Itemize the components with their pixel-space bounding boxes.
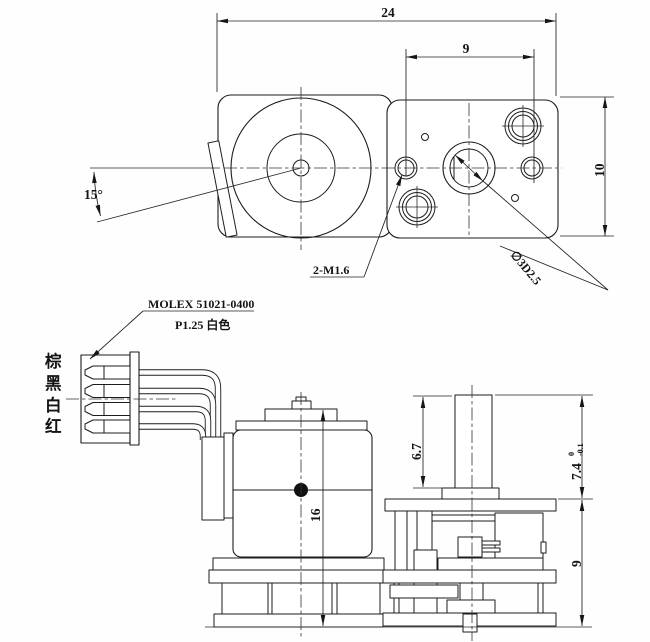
shaft-callout-underline <box>499 245 609 291</box>
angle-line-15deg <box>96 167 302 223</box>
connector-mating-bar <box>129 351 140 446</box>
wire-color-black-label: 黑 <box>45 374 62 393</box>
gear-bar <box>481 540 501 546</box>
gearbox-lower-wall <box>537 582 544 614</box>
wire-color-white-label: 白 <box>45 395 62 415</box>
shaft-boss <box>441 487 500 500</box>
shaft-callout-leader <box>482 180 609 291</box>
connector-model-label: MOLEX 51021-0400 <box>148 297 254 311</box>
wire-entry-box <box>201 436 225 521</box>
motor-top-nub <box>291 400 312 410</box>
pin-hole-upper <box>421 133 429 141</box>
motor-housing-outline <box>217 94 393 238</box>
output-pinion-stub <box>462 613 478 633</box>
gear-block-low <box>413 597 438 614</box>
gear-post <box>416 510 433 552</box>
side-notch <box>540 541 547 554</box>
motor-lamination-band <box>235 420 368 431</box>
angle-arc <box>92 171 101 217</box>
tolerance-upper-label: 0 <box>567 452 576 456</box>
screw-callout-leader <box>363 174 403 278</box>
pin-1 <box>84 365 131 380</box>
shaft-callout-arrows <box>454 154 484 182</box>
dim-hole-pitch-label: 9 <box>463 41 470 56</box>
side-view-dimensions: 16 6.7 7.4 0 -0.1 9 <box>308 394 593 626</box>
pin-hole-lower <box>511 194 519 202</box>
threaded-hole-bottom-left <box>396 186 438 228</box>
dim-shaft-exposed-label: 6.7 <box>409 443 424 460</box>
wire-brown <box>139 370 221 438</box>
gearbox-left-wall <box>394 510 408 571</box>
motor-seat-plate <box>212 557 385 571</box>
base-leg <box>336 582 381 615</box>
terminal-plate <box>223 432 234 519</box>
gear-wide-bar <box>389 584 459 599</box>
top-view: 15° <box>84 87 562 250</box>
wire-red <box>139 424 206 440</box>
pin-3 <box>84 402 131 416</box>
output-shaft <box>454 394 493 489</box>
angle-label: 15° <box>84 187 103 202</box>
gear-pinion-mid <box>457 536 483 558</box>
motor-flange-plate <box>208 569 384 584</box>
gear-final <box>446 599 496 615</box>
wire-color-brown-label: 棕 <box>45 351 62 371</box>
tolerance-lower-label: -0.1 <box>576 443 585 456</box>
gear-pinion-low <box>459 582 484 601</box>
screw-callout-label: 2-M1.6 <box>313 263 349 277</box>
pin-2 <box>84 384 131 398</box>
dim-plate-height-label: 10 <box>592 163 607 177</box>
wire-harness <box>139 369 222 440</box>
gear-shelf <box>431 514 496 522</box>
dim-gearbox-height-label: 9 <box>569 560 584 567</box>
side-view <box>201 385 592 641</box>
connector-assembly: MOLEX 51021-0400 P1.25 白色 棕 黑 白 红 <box>45 297 254 446</box>
gear-inner-shelf <box>437 557 544 571</box>
connector-spec-label: P1.25 白色 <box>175 317 230 332</box>
dim-body-height-label: 16 <box>308 508 323 522</box>
gearbox-top-plate <box>384 498 557 512</box>
gearbox-mid-plate <box>382 569 557 584</box>
connector-leader <box>89 310 144 360</box>
gear-bar <box>481 547 501 553</box>
shaft-callout-label: ∅3D2.5 <box>508 248 545 288</box>
wire-white <box>139 406 211 438</box>
motor-bottom-plate <box>213 613 384 628</box>
base-leg <box>221 582 269 615</box>
dim-total-width-label: 24 <box>381 5 395 20</box>
gearbox-section <box>382 394 557 633</box>
wire-black <box>139 388 216 438</box>
wire-color-red-label: 红 <box>45 416 62 436</box>
pin-4 <box>84 419 131 434</box>
connector-pins <box>84 365 131 434</box>
dim-shaft-total-label: 7.4 <box>569 463 584 480</box>
